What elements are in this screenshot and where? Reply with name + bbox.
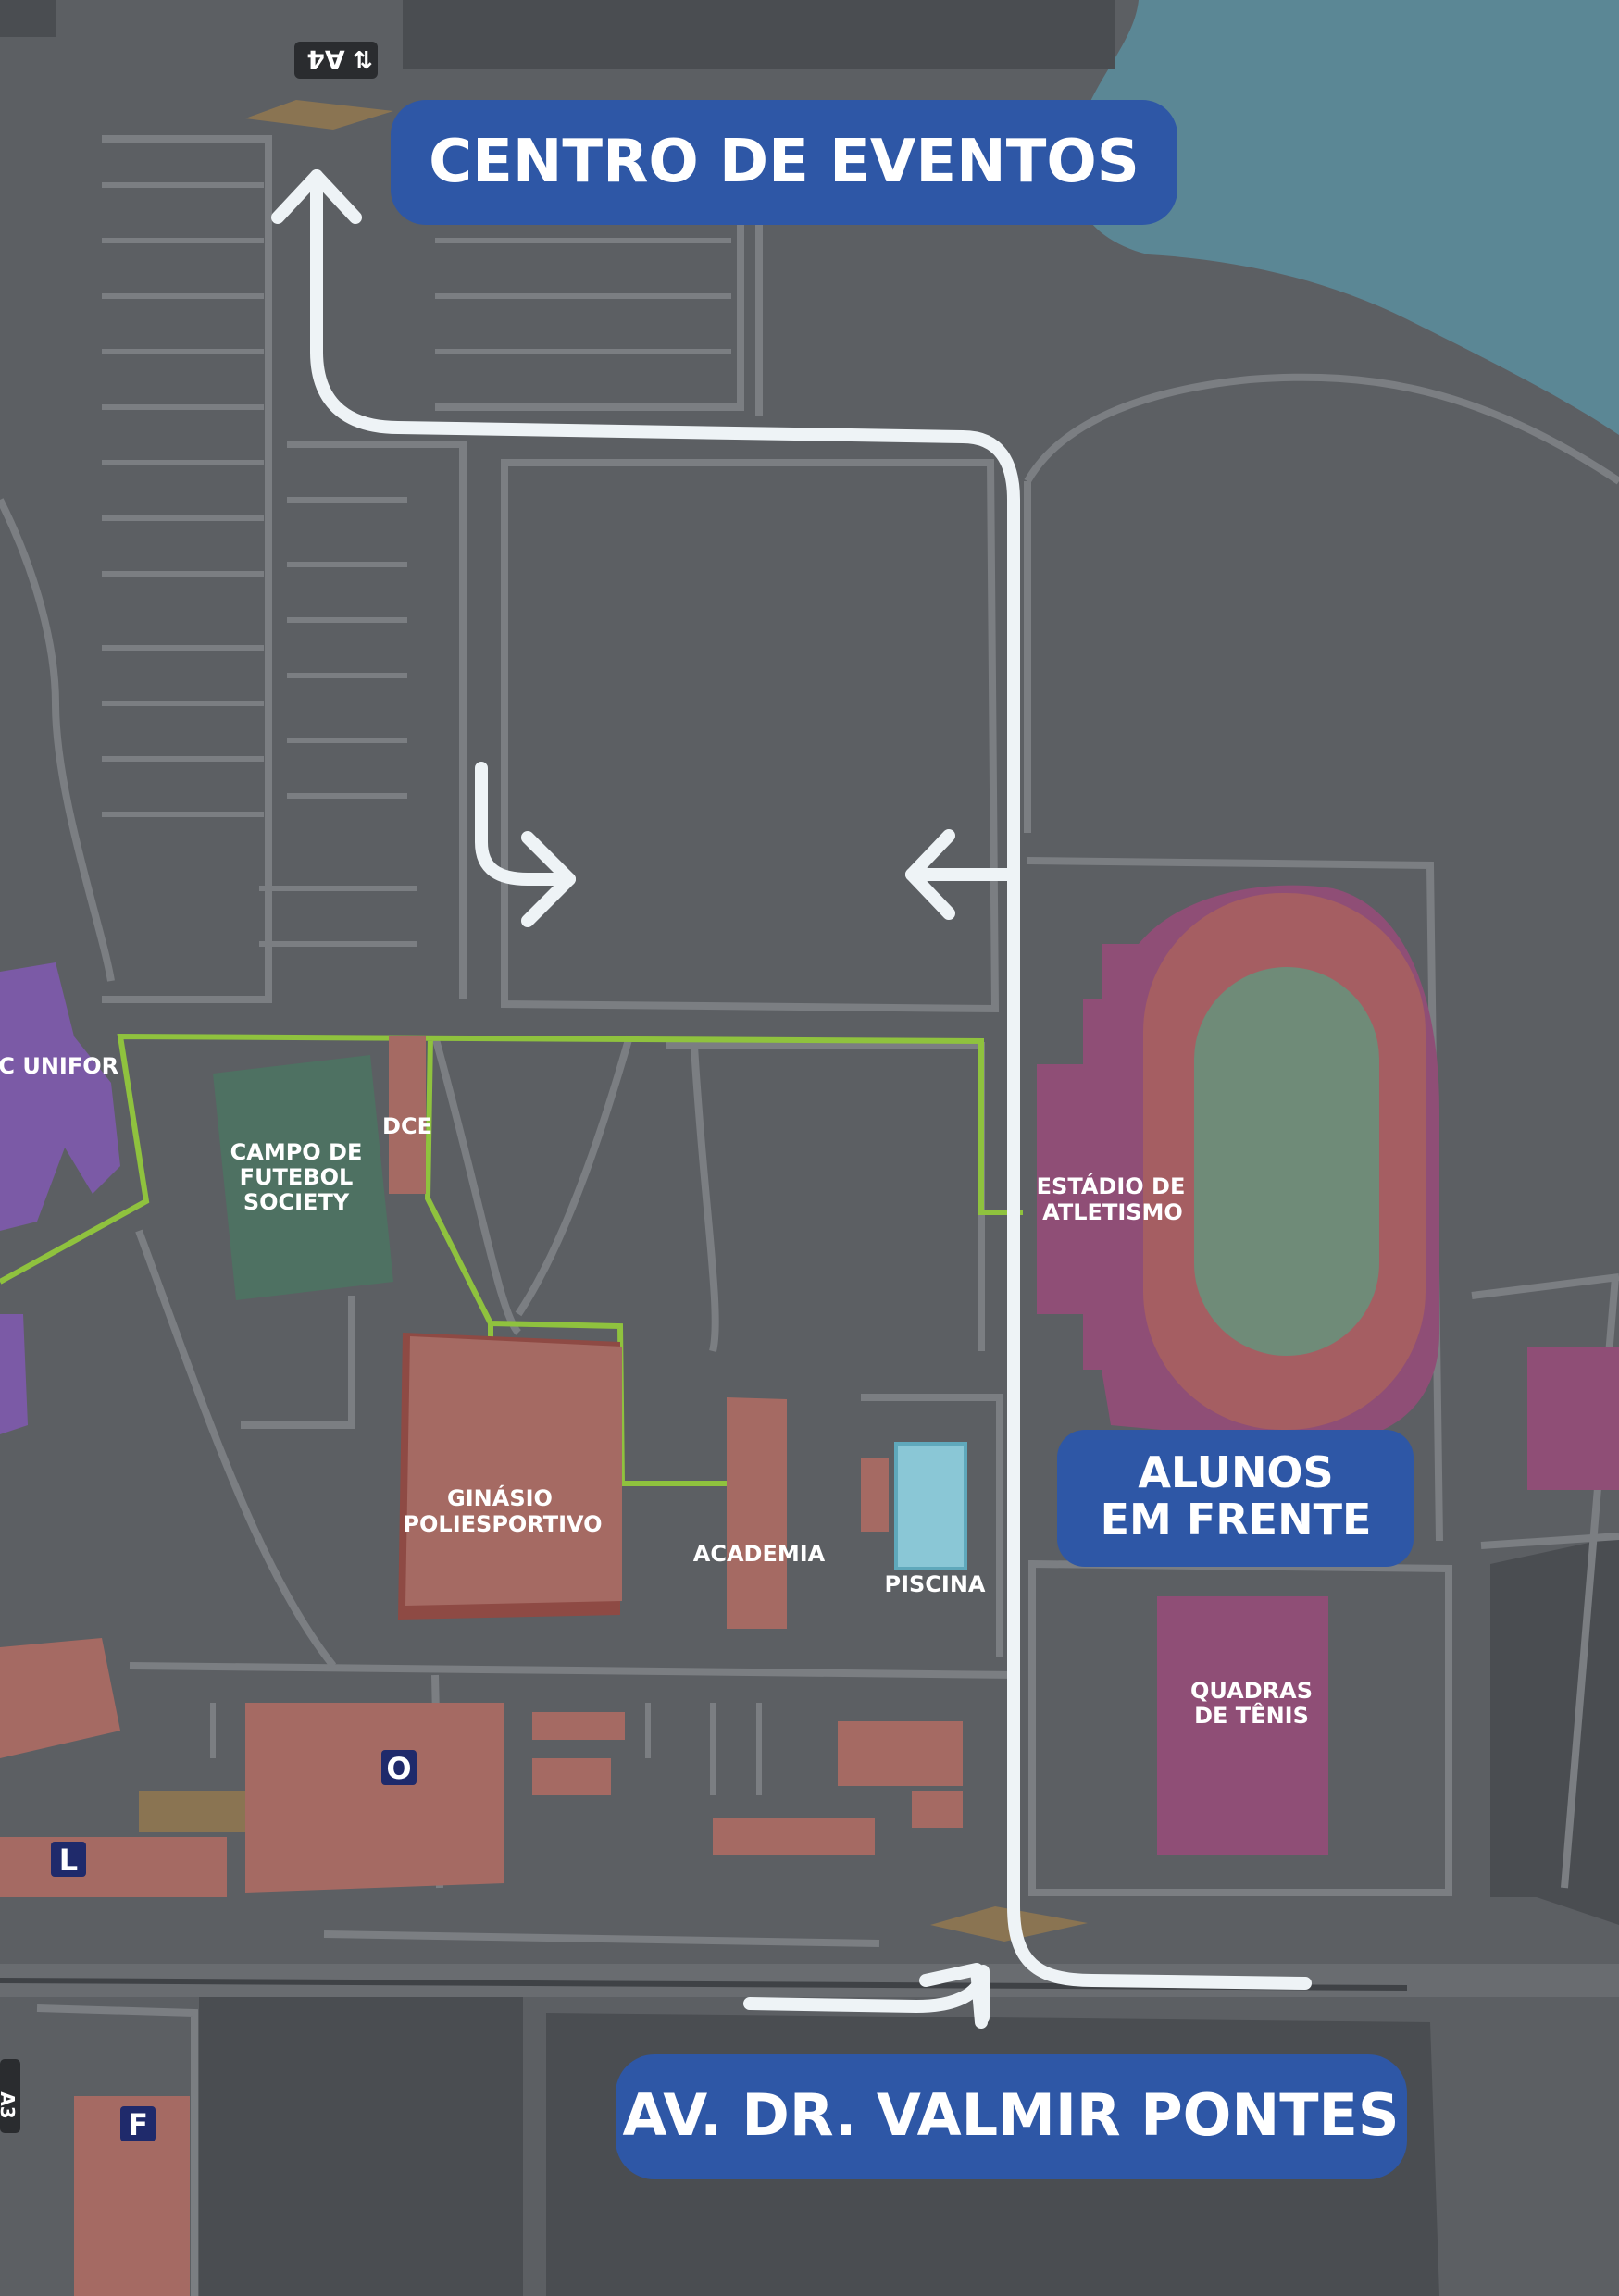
purple-building-lower <box>0 1314 28 1434</box>
buildings <box>0 1036 963 2296</box>
alunos-banner-bg <box>1057 1430 1414 1567</box>
label-ginasio-line2: POLIESPORTIVO <box>403 1511 602 1537</box>
bottom-left-lot <box>199 1997 523 2296</box>
avenida-banner: AV. DR. VALMIR PONTES <box>622 2081 1399 2149</box>
tennis-courts <box>1157 1596 1328 1855</box>
gate-sign-left-text: A3 <box>0 2091 19 2118</box>
block-l-badge <box>51 1842 86 1877</box>
gate-sign-top-text: A4 <box>306 44 344 75</box>
gate-sign-top <box>294 42 378 79</box>
block-f-letter: F <box>128 2107 148 2142</box>
label-estadio-line2: ATLETISMO <box>1042 1199 1183 1225</box>
label-campo-line2: FUTEBOL <box>240 1164 354 1190</box>
label-quadras-line1: QUADRAS <box>1190 1678 1313 1704</box>
gate-top <box>245 100 393 130</box>
route <box>271 169 1312 2029</box>
block-f-badge <box>120 2106 156 2141</box>
pool <box>894 1442 967 1570</box>
centro-eventos-banner-bg <box>391 100 1177 225</box>
label-academia: ACADEMIA <box>693 1541 826 1567</box>
label-nec-unifor: NEC UNIFOR <box>0 1053 118 1079</box>
lake <box>1072 0 1619 435</box>
label-ginasio-line1: GINÁSIO <box>447 1484 553 1511</box>
label-campo-line3: SOCIETY <box>243 1189 350 1215</box>
gate-sign-left <box>0 2059 20 2133</box>
centro-eventos-banner: CENTRO DE EVENTOS <box>429 128 1140 196</box>
top-dark-lot <box>0 0 56 37</box>
right-lot <box>1490 1536 1619 1925</box>
avenida-banner-bg <box>616 2054 1407 2179</box>
label-campo-line1: CAMPO DE <box>230 1139 363 1165</box>
alunos-banner-line1: ALUNOS <box>1138 1447 1333 1497</box>
block-o-letter: O <box>386 1751 411 1786</box>
block-l-letter: L <box>59 1843 78 1878</box>
nec-unifor-building <box>0 962 120 1231</box>
block-o-badge <box>381 1750 417 1785</box>
label-piscina: PISCINA <box>884 1571 985 1597</box>
football-field <box>213 1055 393 1300</box>
label-quadras-line2: DE TÊNIS <box>1194 1702 1309 1729</box>
top-parking-area <box>403 0 1115 69</box>
alunos-banner-line2: EM FRENTE <box>1101 1495 1372 1545</box>
two-way-arrow-icon: ⇅ <box>353 47 373 75</box>
athletics-stadium <box>1037 885 1439 1444</box>
right-building <box>1527 1347 1619 1490</box>
label-dce: DCE <box>382 1113 432 1139</box>
label-estadio-line1: ESTÁDIO DE <box>1037 1173 1186 1199</box>
